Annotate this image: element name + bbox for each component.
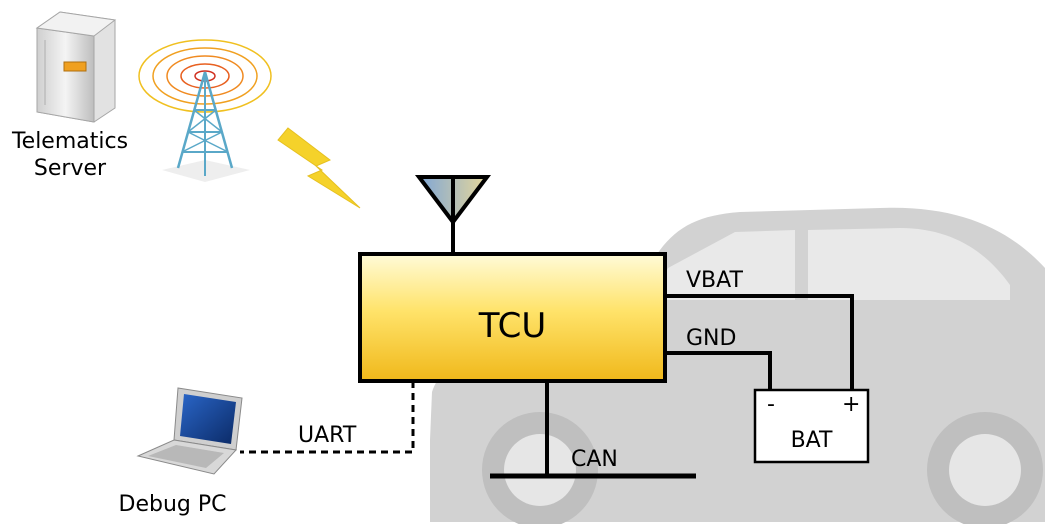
server-icon bbox=[37, 12, 115, 122]
battery-label: BAT bbox=[755, 428, 868, 454]
antenna-icon bbox=[419, 177, 487, 254]
battery-minus-label: - bbox=[767, 392, 775, 418]
gnd-label: GND bbox=[686, 326, 736, 352]
server-label-line2: Server bbox=[0, 156, 140, 182]
laptop-icon bbox=[138, 388, 242, 474]
battery-plus-label: + bbox=[842, 392, 860, 418]
lightning-icon bbox=[278, 128, 360, 208]
debug-pc-label: Debug PC bbox=[100, 492, 245, 518]
uart-label: UART bbox=[298, 423, 356, 449]
tcu-label: TCU bbox=[360, 306, 665, 346]
can-label: CAN bbox=[571, 447, 618, 473]
server-label-line1: Telematics bbox=[0, 129, 140, 155]
signal-tower-icon bbox=[139, 40, 271, 182]
vbat-label: VBAT bbox=[686, 268, 743, 294]
